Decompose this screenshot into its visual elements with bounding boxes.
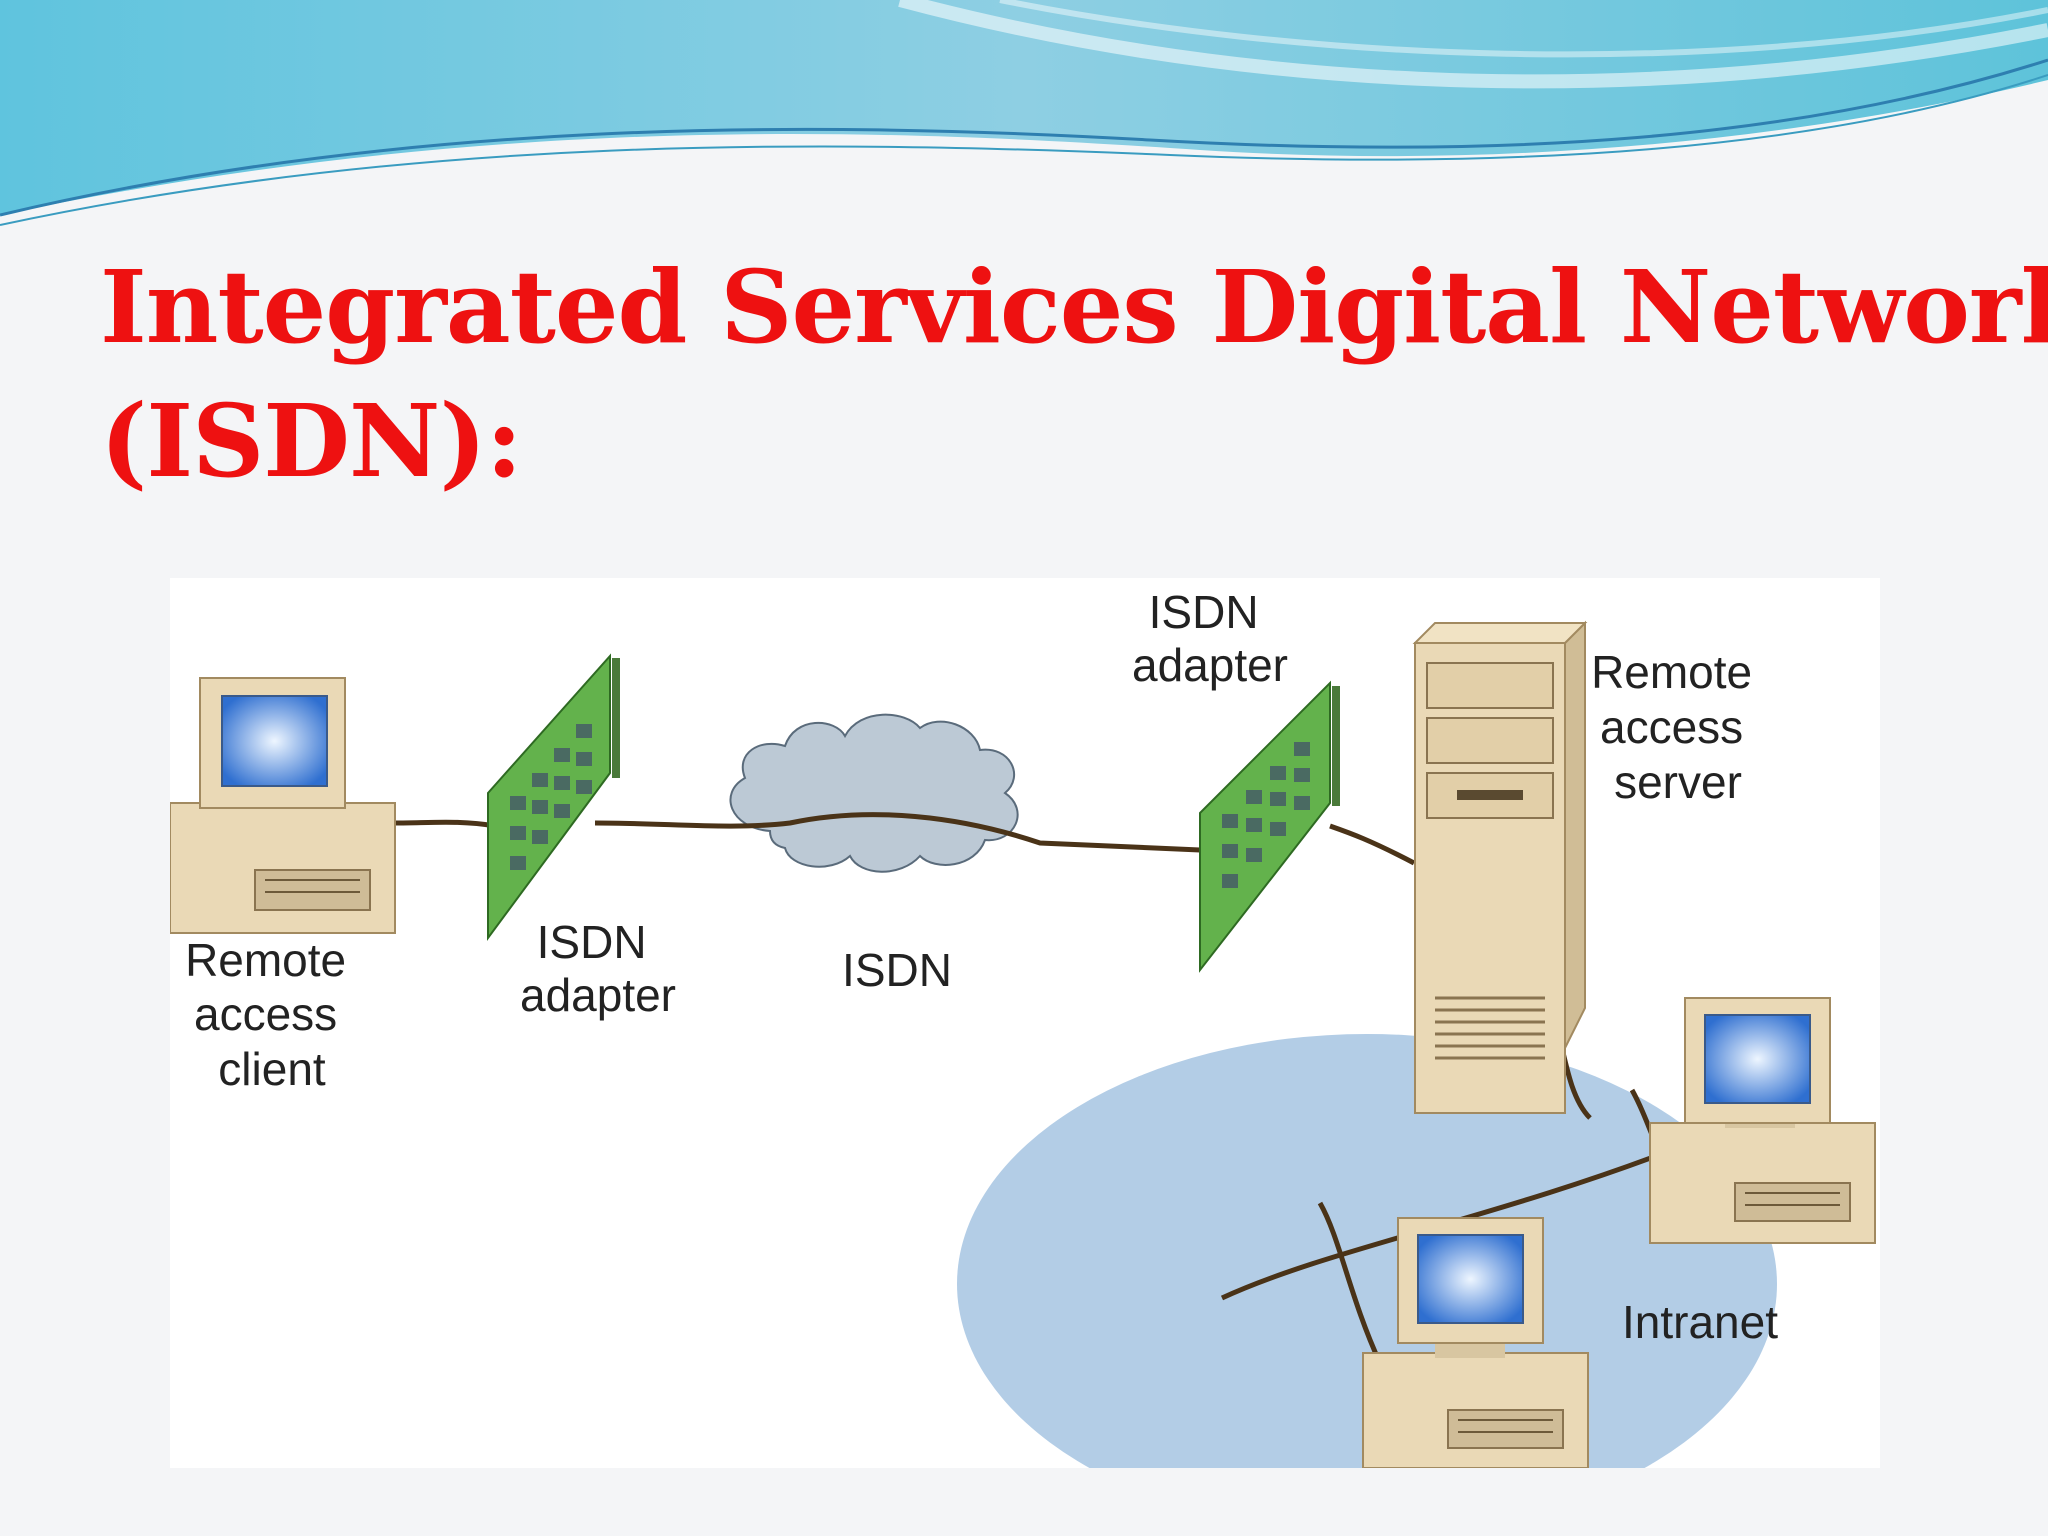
- slide-title: Integrated Services Digital Network (ISD…: [100, 240, 2048, 508]
- intranet-label: Intranet: [1622, 1296, 1778, 1348]
- right-isdn-adapter-label: ISDN adapter: [1132, 586, 1288, 691]
- tower-server-icon: [1412, 620, 1588, 1114]
- desktop-computer-icon: [170, 677, 396, 934]
- desktop-computer-icon: [1649, 997, 1876, 1244]
- remote-access-server-label: Remote access server: [1591, 646, 1765, 808]
- cable-adapter-to-server: [1329, 823, 1416, 866]
- left-isdn-adapter-label: ISDN adapter: [520, 916, 676, 1021]
- isdn-diagram: Remote access client ISDN adapter ISDN I…: [170, 578, 1880, 1468]
- isdn-cloud-label: ISDN: [842, 944, 952, 996]
- remote-access-client-label: Remote access client: [185, 934, 359, 1095]
- cable-client-to-adapter: [394, 819, 496, 829]
- title-line-2: (ISDN):: [100, 382, 523, 500]
- title-line-1: Integrated Services Digital Network: [100, 248, 2048, 366]
- isdn-adapter-card-icon: [1199, 680, 1340, 973]
- network-cloud-icon: [729, 713, 1019, 873]
- desktop-computer-icon: [1362, 1217, 1589, 1468]
- cable-adapter-to-adapter: [594, 812, 1201, 853]
- isdn-adapter-card-icon: [487, 653, 620, 942]
- header-wave-banner: [0, 0, 2048, 226]
